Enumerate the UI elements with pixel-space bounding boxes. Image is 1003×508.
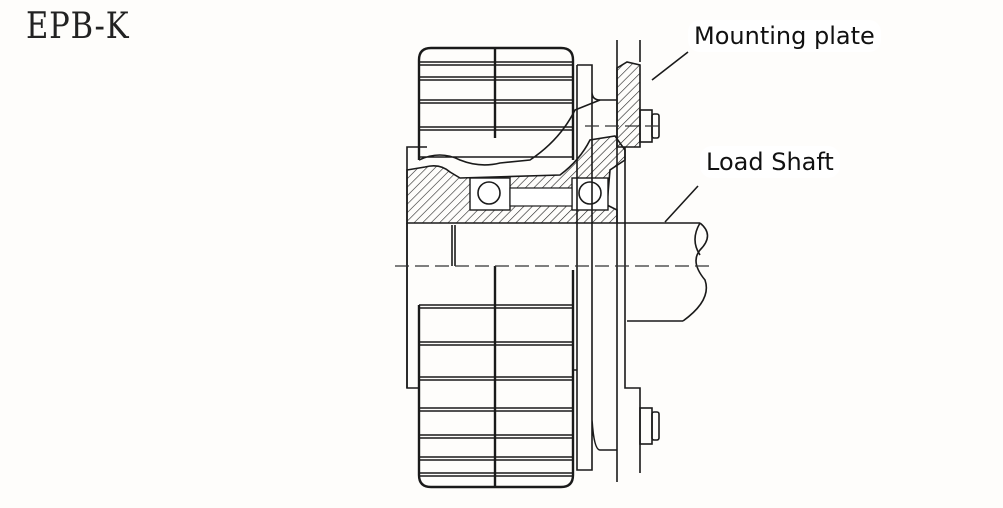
bolt-top — [585, 109, 665, 143]
bolt-bottom — [639, 407, 660, 445]
mounting-plate — [616, 40, 641, 482]
bearing-ball-right — [578, 181, 602, 205]
model-title: EPB-K — [26, 6, 130, 47]
cover-plate — [573, 64, 617, 471]
mounting-plate-label: Mounting plate — [688, 20, 881, 52]
spacer-gap — [509, 187, 573, 207]
mounting-plate-leader — [651, 51, 689, 81]
load-shaft-label: Load Shaft — [700, 146, 840, 178]
finned-housing — [417, 46, 575, 489]
load-shaft-leader — [664, 185, 699, 223]
load-shaft — [617, 222, 709, 322]
bearing-ball-left — [477, 181, 501, 205]
